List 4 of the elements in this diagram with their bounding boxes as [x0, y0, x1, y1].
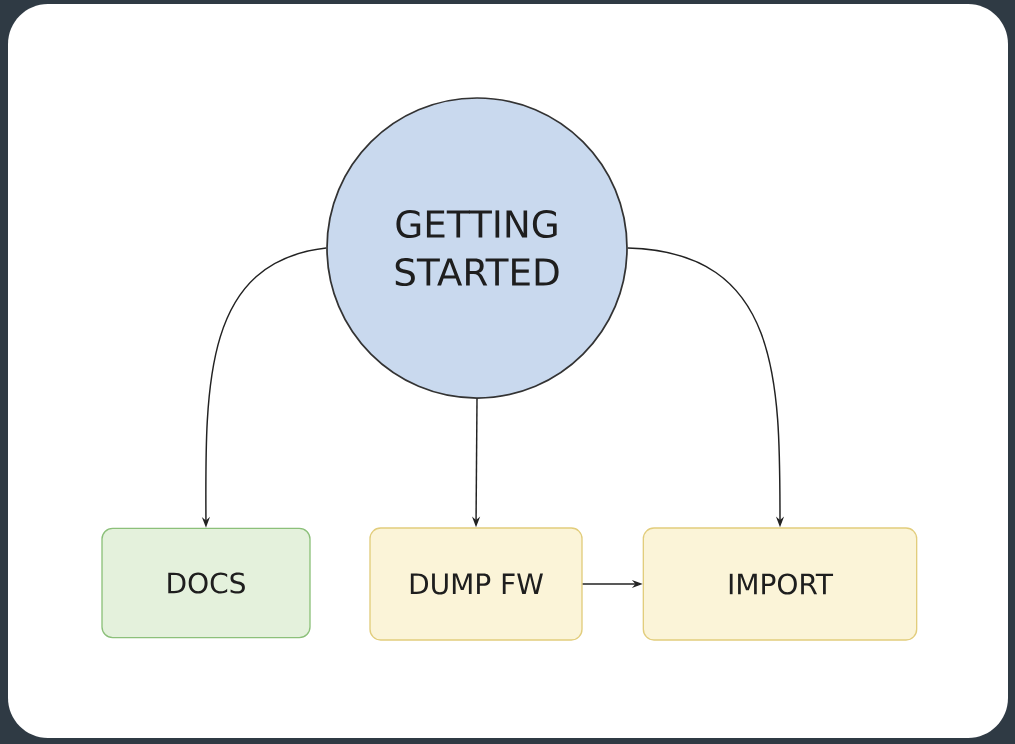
circle-node: GETTING STARTED [326, 97, 628, 399]
process-box: DOCS [101, 527, 311, 639]
process-box: DUMP FW [369, 527, 583, 641]
process-box: IMPORT [642, 527, 918, 641]
